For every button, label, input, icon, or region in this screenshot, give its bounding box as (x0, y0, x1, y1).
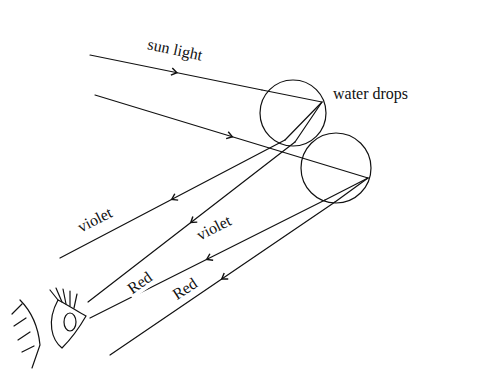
eye-sketch (12, 288, 86, 368)
sun-ray (90, 55, 262, 90)
water-drop (260, 80, 326, 146)
violet-ray (60, 140, 285, 258)
sun-ray (95, 95, 368, 178)
internal-ray (295, 102, 322, 142)
red-ray (110, 202, 335, 355)
internal-ray (335, 178, 368, 202)
violet-ray (90, 200, 325, 318)
drop-label: water drops (331, 85, 410, 103)
light-label: sun light (144, 35, 206, 65)
color-label: Red (168, 273, 203, 304)
internal-ray (325, 178, 368, 200)
